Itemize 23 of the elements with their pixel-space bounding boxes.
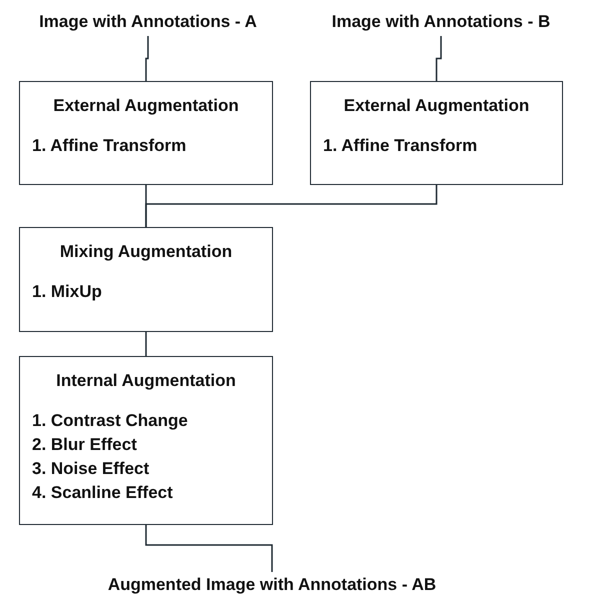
list-item: 2. Blur Effect xyxy=(32,434,138,456)
connector-line xyxy=(436,36,442,81)
connector-line xyxy=(145,525,273,572)
process-box xyxy=(19,227,273,332)
input-label: Image with Annotations - A xyxy=(8,8,288,36)
list-item: 1. MixUp xyxy=(32,281,103,303)
process-box xyxy=(310,81,563,185)
input-label: Image with Annotations - B xyxy=(300,8,582,36)
list-item: 1. Contrast Change xyxy=(32,410,189,432)
list-item: 4. Scanline Effect xyxy=(32,482,174,504)
box-heading: Internal Augmentation xyxy=(55,371,237,391)
connector-line xyxy=(145,36,149,81)
box-heading: External Augmentation xyxy=(52,96,240,116)
box-heading: External Augmentation xyxy=(342,96,530,116)
box-heading: Mixing Augmentation xyxy=(58,242,234,262)
list-item: 1. Affine Transform xyxy=(32,135,188,157)
connector-line xyxy=(145,332,147,356)
list-item: 1. Affine Transform xyxy=(323,135,478,157)
list-item: 3. Noise Effect xyxy=(32,458,150,480)
connector-line xyxy=(145,185,438,227)
input-label: Augmented Image with Annotations - AB xyxy=(52,572,492,598)
process-box xyxy=(19,356,273,525)
process-box xyxy=(19,81,273,185)
